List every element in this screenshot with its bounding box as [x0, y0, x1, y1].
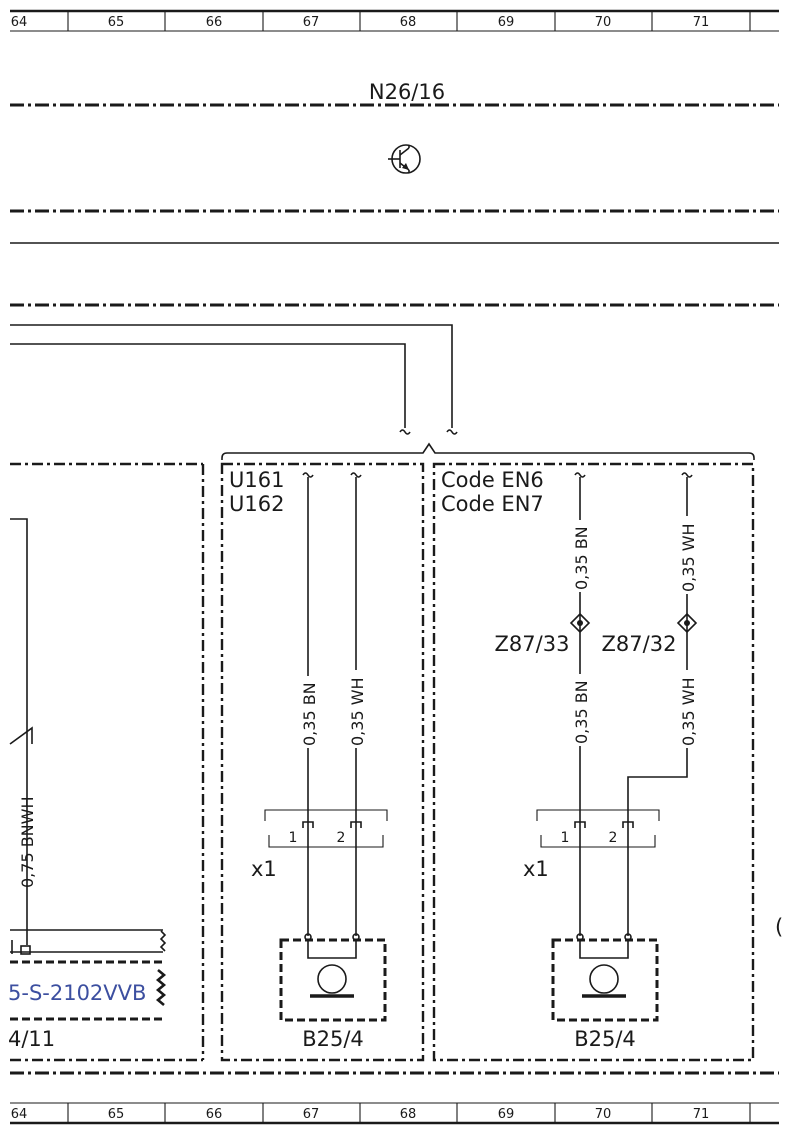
bus-wires: [10, 324, 755, 460]
wire-label-bn: 0,35 BN: [300, 682, 319, 746]
component-label: B25/4: [302, 1027, 364, 1051]
wire-label-wh: 0,35 WH: [679, 523, 698, 592]
component-label-partial: 4/11: [8, 1027, 55, 1051]
grid-col-top: 68: [400, 15, 417, 30]
splice-z87-33: Z87/33: [495, 612, 591, 656]
grid-col-bottom: 68: [400, 1107, 417, 1122]
grid-col-bottom: 71: [693, 1107, 710, 1122]
connector-label: x1: [251, 857, 277, 881]
grid-col-top: 65: [108, 15, 125, 30]
break-mark-icon: [155, 969, 167, 1006]
connector-x1-mid: 1 2 x1: [251, 809, 388, 881]
grid-col-top: 66: [206, 15, 223, 30]
splice-label: Z87/33: [495, 632, 570, 656]
splice-z87-32: Z87/32: [602, 612, 698, 656]
wire-label-wh: 0,35 WH: [348, 677, 367, 746]
grid-col-bottom: 67: [303, 1107, 320, 1122]
module-n26-16: N26/16: [10, 80, 779, 213]
grid-col-bottom: 66: [206, 1107, 223, 1122]
module-code-en6-en7: Code EN6 Code EN7 0,35 BN 0,35 WH 0,35 B…: [432, 462, 755, 1062]
break-mark-icon: [159, 930, 167, 952]
connector-x1-right: 1 2 x1: [523, 809, 660, 881]
code-label: Code EN7: [441, 492, 544, 516]
grid-col-top: 67: [303, 15, 320, 30]
pin-label: 2: [609, 830, 618, 846]
grid-ruler-bottom: 64 65 66 67 68 69 70 71: [10, 1102, 779, 1125]
grid-col-bottom: 65: [108, 1107, 125, 1122]
grid-col-top: 70: [595, 15, 612, 30]
transistor-icon: [388, 144, 421, 174]
pin-label: 1: [289, 830, 298, 846]
sensor-b25-4-right: B25/4: [551, 933, 659, 1051]
left-module: 0,75 BNWH 5-S-2102VVB 4/11: [8, 462, 205, 1062]
code-label: Code EN6: [441, 468, 544, 492]
splice-icon: [676, 612, 698, 634]
wire-label-bn: 0,35 BN: [572, 526, 591, 590]
splice-label: Z87/32: [602, 632, 677, 656]
code-label: U162: [229, 492, 284, 516]
wire-label-bnwh: 0,75 BNWH: [18, 796, 37, 888]
pin-label: 1: [561, 830, 570, 846]
sensor-icon: [317, 964, 347, 994]
brace-bracket: [221, 442, 755, 460]
sensor-b25-4-mid: B25/4: [279, 933, 387, 1051]
code-label: U161: [229, 468, 284, 492]
module-label: N26/16: [369, 80, 445, 104]
grid-col-bottom: 70: [595, 1107, 612, 1122]
component-label: B25/4: [574, 1027, 636, 1051]
grid-ruler-top: 64 65 66 67 68 69 70 71: [10, 9, 779, 32]
grid-col-bottom: 69: [498, 1107, 515, 1122]
grid-col-top: 64: [11, 15, 28, 30]
splice-icon: [569, 612, 591, 634]
component-link[interactable]: 5-S-2102VVB: [8, 981, 146, 1005]
connector-label: x1: [523, 857, 549, 881]
sensor-icon: [589, 964, 619, 994]
wire-label-wh: 0,35 WH: [679, 677, 698, 746]
wire-label-bn: 0,35 BN: [572, 680, 591, 744]
grid-col-top: 71: [693, 15, 710, 30]
edge-label-partial: (: [775, 915, 783, 939]
pin-label: 2: [337, 830, 346, 846]
grid-col-bottom: 64: [11, 1107, 28, 1122]
module-u161-u162: U161 U162 0,35 BN 0,35 WH 1 2 x1 B25/4: [220, 462, 425, 1062]
grid-col-top: 69: [498, 15, 515, 30]
